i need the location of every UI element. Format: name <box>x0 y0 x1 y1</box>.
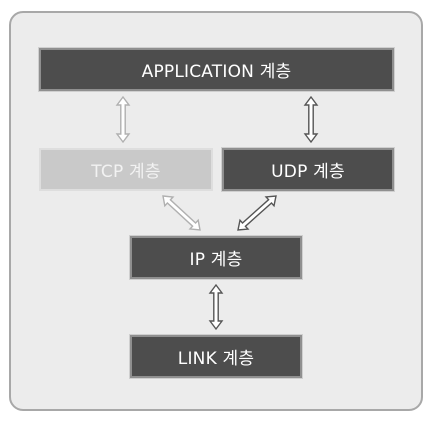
arrow-shape-application-tcp <box>115 95 131 144</box>
ip-layer-box: IP 계층 <box>130 236 302 279</box>
arrow-shape-ip-link <box>208 283 224 331</box>
tcp-layer-box: TCP 계층 <box>39 148 213 191</box>
ip-layer-label: IP 계층 <box>189 250 243 270</box>
arrow-ip-link <box>208 283 224 331</box>
arrow-shape-application-udp <box>303 95 319 144</box>
arrow-application-udp <box>303 95 319 144</box>
udp-layer-label: UDP 계층 <box>271 162 345 182</box>
arrow-tcp-ip <box>162 195 201 231</box>
arrow-application-tcp <box>115 95 131 144</box>
udp-layer-box: UDP 계층 <box>222 148 394 191</box>
application-layer-box: APPLICATION 계층 <box>39 48 394 91</box>
application-layer-label: APPLICATION 계층 <box>141 62 292 82</box>
arrow-udp-ip <box>237 195 277 231</box>
arrow-shape-udp-ip <box>237 195 277 231</box>
arrow-shape-tcp-ip <box>162 195 201 231</box>
link-layer-box: LINK 계층 <box>130 335 302 378</box>
link-layer-label: LINK 계층 <box>177 349 255 369</box>
tcp-layer-label: TCP 계층 <box>91 162 161 182</box>
